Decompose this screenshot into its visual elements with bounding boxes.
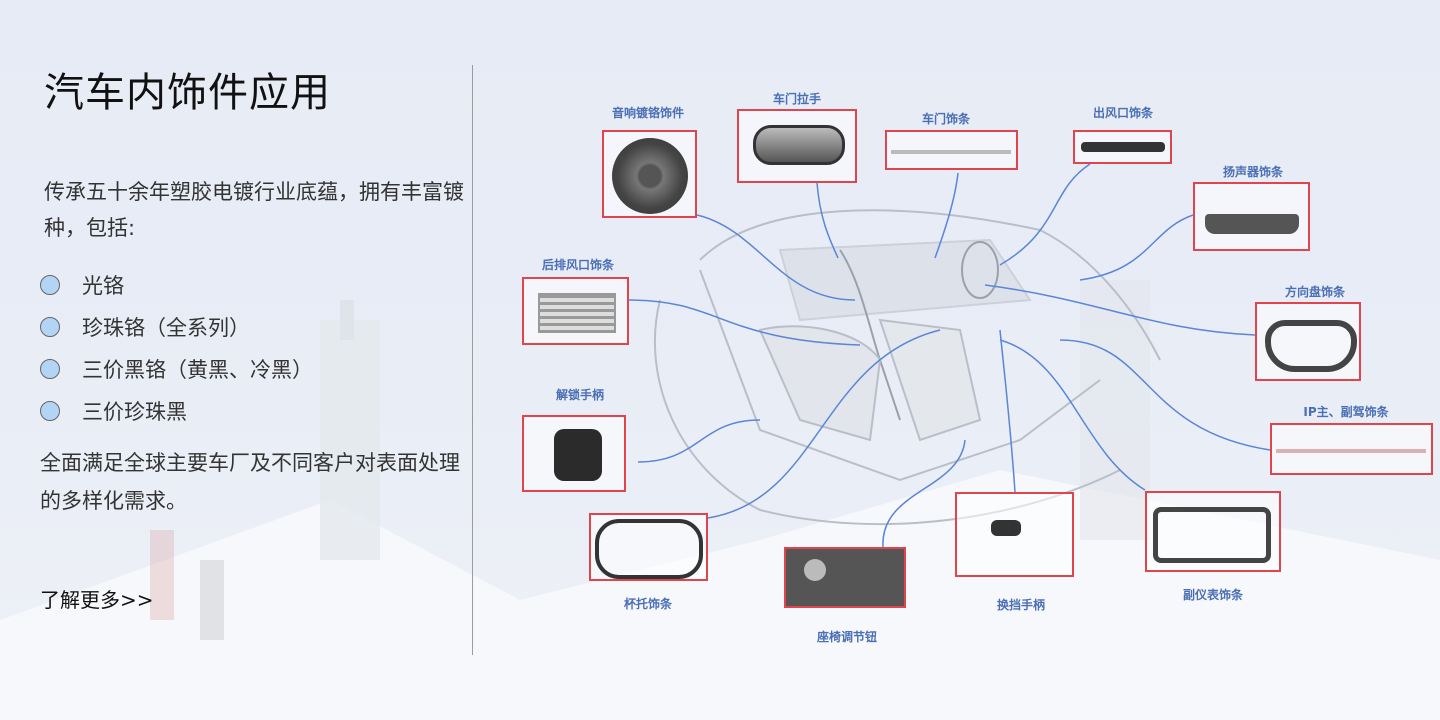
part-gear-handle (955, 492, 1074, 577)
steering-trim-image (1265, 320, 1357, 372)
part-label-seat-button: 座椅调节钮 (816, 630, 878, 644)
part-rear-vent-trim (522, 277, 629, 345)
part-seat-button (784, 547, 906, 608)
part-speaker-chrome (602, 130, 697, 218)
list-item: 珍珠铬（全系列） (40, 306, 313, 348)
part-label-console-trim: 副仪表饰条 (1182, 588, 1244, 602)
air-outlet-image (1081, 142, 1165, 152)
list-item: 三价黑铬（黄黑、冷黑） (40, 348, 313, 390)
part-door-trim (885, 130, 1018, 170)
part-label-door-handle: 车门拉手 (772, 92, 822, 106)
list-item-label: 三价珍珠黑 (82, 400, 187, 424)
bullet-icon (40, 275, 60, 295)
part-console-trim (1145, 491, 1281, 572)
door-handle-image (753, 125, 845, 165)
part-label-unlock-handle: 解锁手柄 (555, 388, 605, 402)
list-item: 光铬 (40, 264, 313, 306)
part-label-rear-vent-trim: 后排风口饰条 (541, 258, 615, 272)
part-label-steering-wheel-trim: 方向盘饰条 (1284, 285, 1346, 299)
outro-text: 全面满足全球主要车厂及不同客户对表面处理的多样化需求。 (40, 451, 460, 513)
bullet-icon (40, 359, 60, 379)
speaker-grille-image (611, 138, 688, 214)
part-speaker-trim (1193, 182, 1310, 251)
part-steering-wheel-trim (1255, 302, 1361, 381)
rear-vent-image (538, 293, 616, 333)
part-label-gear-handle: 换挡手柄 (996, 598, 1046, 612)
unlock-handle-image (554, 429, 602, 481)
part-label-air-outlet-trim: 出风口饰条 (1092, 106, 1154, 120)
gear-handle-image (991, 520, 1021, 536)
bullet-icon (40, 317, 60, 337)
door-trim-image (891, 150, 1011, 154)
page-title: 汽车内饰件应用 (44, 70, 331, 116)
learn-more-link[interactable]: 了解更多>> (40, 588, 154, 612)
list-item-label: 光铬 (82, 274, 124, 298)
part-label-speaker-chrome: 音响镀铬饰件 (611, 106, 685, 120)
bullet-icon (40, 401, 60, 421)
part-label-speaker-trim: 扬声器饰条 (1222, 165, 1284, 179)
part-air-outlet-trim (1073, 130, 1172, 164)
part-unlock-handle (522, 415, 626, 492)
part-label-cup-holder-trim: 杯托饰条 (623, 597, 673, 611)
part-label-ip-trim: IP主、副驾饰条 (1303, 405, 1389, 419)
part-label-door-trim: 车门饰条 (921, 112, 971, 126)
divider (472, 65, 473, 655)
cup-holder-image (595, 519, 703, 579)
console-trim-image (1153, 507, 1271, 563)
intro-text: 传承五十余年塑胶电镀行业底蕴，拥有丰富镀种，包括: (44, 180, 464, 240)
plating-list: 光铬 珍珠铬（全系列） 三价黑铬（黄黑、冷黑） 三价珍珠黑 (40, 264, 313, 432)
list-item-label: 三价黑铬（黄黑、冷黑） (82, 358, 313, 382)
list-item-label: 珍珠铬（全系列） (82, 316, 250, 340)
list-item: 三价珍珠黑 (40, 390, 313, 432)
seat-button-image (804, 559, 826, 581)
speaker-trim-image (1205, 214, 1299, 234)
ip-trim-image (1276, 449, 1426, 453)
part-cup-holder-trim (589, 513, 708, 581)
part-door-handle (737, 109, 857, 183)
part-ip-trim (1270, 423, 1433, 475)
